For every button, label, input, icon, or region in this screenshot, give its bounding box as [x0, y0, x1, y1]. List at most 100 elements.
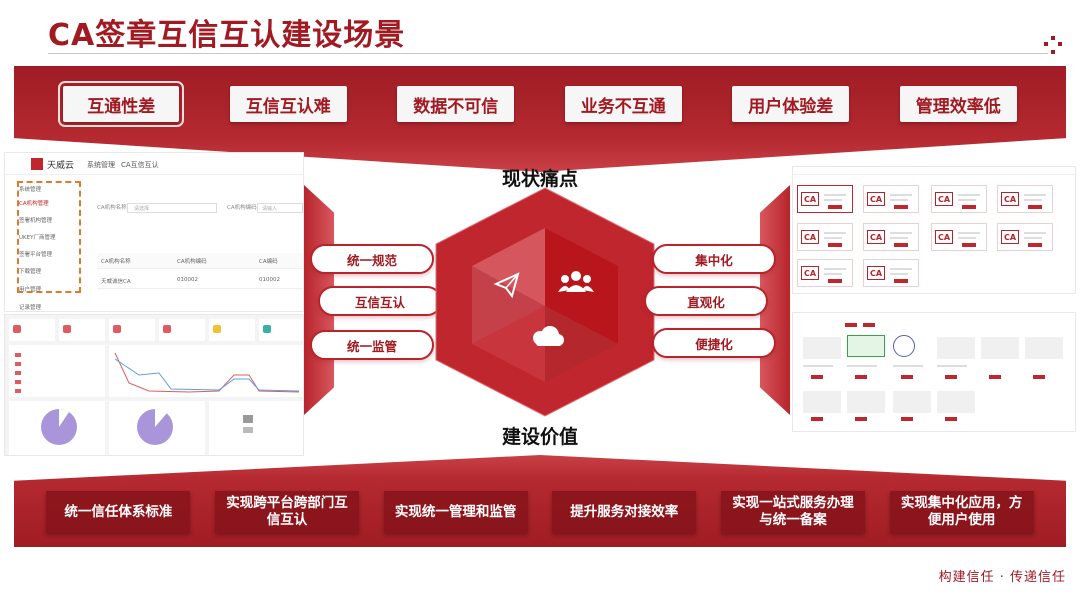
feature-pill: 便捷化	[652, 328, 776, 358]
trend-line-chart	[109, 345, 303, 397]
ca-tile: CA	[863, 185, 919, 213]
pain-points-label: 现状痛点	[502, 168, 579, 190]
sidebar-item: UKEY厂商管理	[19, 235, 56, 241]
value-item: 统一信任体系标准	[46, 491, 191, 533]
action-button	[989, 375, 1001, 379]
action-button	[855, 375, 867, 379]
pain-point-item: 互信互认难	[229, 86, 347, 122]
seal-item	[1025, 337, 1063, 359]
stat-card	[109, 319, 155, 341]
action-button	[945, 417, 957, 421]
brand-logo-icon	[31, 158, 43, 170]
ca-tile: CA	[931, 223, 987, 251]
value-item: 实现一站式服务办理与统一备案	[720, 491, 865, 533]
table-header: CA机构名称	[101, 259, 131, 265]
brand-name: 天威云	[47, 161, 75, 171]
value-label: 建设价值	[502, 426, 579, 448]
corner-dots-icon	[1044, 36, 1066, 58]
table-cell: 天威诚信CA	[101, 279, 131, 285]
feature-pill: 直观化	[644, 286, 768, 316]
ca-tile: CA	[797, 259, 853, 287]
ca-tile: CA	[863, 223, 919, 251]
form-label: CA机构名称	[97, 205, 127, 211]
table-header: CA机构编码	[177, 259, 207, 265]
stat-card	[259, 319, 303, 341]
stat-icon	[163, 325, 171, 333]
seal-item	[847, 335, 885, 357]
stat-icon	[263, 325, 271, 333]
bar-chart	[209, 401, 303, 455]
hexagon-cube	[435, 187, 655, 417]
stat-card	[159, 319, 205, 341]
ca-tile: CA	[997, 223, 1053, 251]
table-cell: 010002	[259, 277, 280, 283]
value-pill: 互信互认	[318, 286, 442, 316]
pain-point-item: 互通性差	[58, 81, 185, 127]
sidebar-item: 记录管理	[19, 305, 42, 311]
paper-plane-icon	[493, 272, 520, 299]
input-field: 请输入	[257, 203, 303, 213]
value-item: 提升服务对接效率	[552, 491, 697, 533]
pie-chart	[9, 401, 105, 455]
feature-pill: 集中化	[652, 244, 776, 274]
table-header: CA编码	[259, 259, 278, 265]
ca-tile: CA	[931, 185, 987, 213]
select-field: 请选择	[127, 203, 217, 213]
table-row: 天威诚信CA 010002 010002	[97, 273, 303, 289]
ca-certificate-grid-screenshot: CA CA CA CA CA CA CA CA CA CA	[792, 166, 1076, 294]
screenshot-sidebar: 系统管理 CA机构管理 签署机构管理 UKEY厂商管理 签署平台管理 下载管理 …	[13, 177, 81, 311]
stat-card	[9, 319, 55, 341]
seal-item	[803, 337, 841, 359]
table-cell: 010002	[177, 277, 198, 283]
ca-tile: CA	[863, 259, 919, 287]
stat-icon	[13, 325, 21, 333]
ranking-list	[9, 345, 105, 397]
seal-item	[937, 391, 975, 413]
sidebar-item: 下载管理	[19, 269, 42, 275]
values-list: 统一信任体系标准 实现跨平台跨部门互信互认 实现统一管理和监管 提升服务对接效率…	[14, 490, 1066, 534]
stat-card	[59, 319, 105, 341]
users-icon	[558, 271, 594, 292]
action-button	[1033, 375, 1045, 379]
sidebar-item: 签署机构管理	[19, 218, 53, 224]
seal-item	[981, 337, 1019, 359]
screenshot-tab: 系统管理	[87, 161, 115, 169]
action-button	[863, 323, 875, 327]
action-button	[811, 375, 823, 379]
sidebar-item: 签署平台管理	[19, 252, 53, 258]
action-button	[945, 375, 957, 379]
form-label: CA机构编码	[227, 205, 257, 211]
stat-icon	[113, 325, 121, 333]
seal-item	[847, 391, 885, 413]
stat-icon	[63, 325, 71, 333]
action-button	[855, 417, 867, 421]
seal-item	[893, 391, 931, 413]
action-button	[901, 417, 913, 421]
ca-tile: CA	[797, 223, 853, 251]
sidebar-item: 系统管理	[19, 187, 42, 193]
action-button	[901, 375, 913, 379]
highlighted-menu	[17, 181, 81, 293]
stat-icon	[213, 325, 221, 333]
title-divider	[48, 53, 1048, 54]
value-pill: 统一监管	[310, 330, 434, 360]
value-pill: 统一规范	[310, 244, 434, 274]
cloud-icon	[533, 326, 564, 346]
seal-item	[937, 337, 975, 359]
page-title: CA签章互信互认建设场景	[48, 18, 406, 53]
seal-list-screenshot	[792, 312, 1076, 432]
pain-points-list: 互通性差 互信互认难 数据不可信 业务不互通 用户体验差 管理效率低	[14, 81, 1066, 127]
value-item: 实现统一管理和监管	[383, 491, 528, 533]
pain-point-item: 数据不可信	[397, 86, 515, 122]
pie-chart	[109, 401, 205, 455]
action-button	[811, 417, 823, 421]
seal-item	[893, 335, 915, 357]
dashboard-screenshot	[4, 314, 304, 456]
ca-tile: CA	[997, 185, 1053, 213]
pain-point-item: 管理效率低	[899, 86, 1017, 122]
action-button	[845, 323, 857, 327]
seal-item	[803, 391, 841, 413]
management-screenshot: 天威云 系统管理 CA互信互认 系统管理 CA机构管理 签署机构管理 UKEY厂…	[4, 152, 304, 312]
screenshot-header: 天威云 系统管理 CA互信互认	[5, 153, 303, 175]
screenshot-tab: CA互信互认	[121, 161, 159, 169]
